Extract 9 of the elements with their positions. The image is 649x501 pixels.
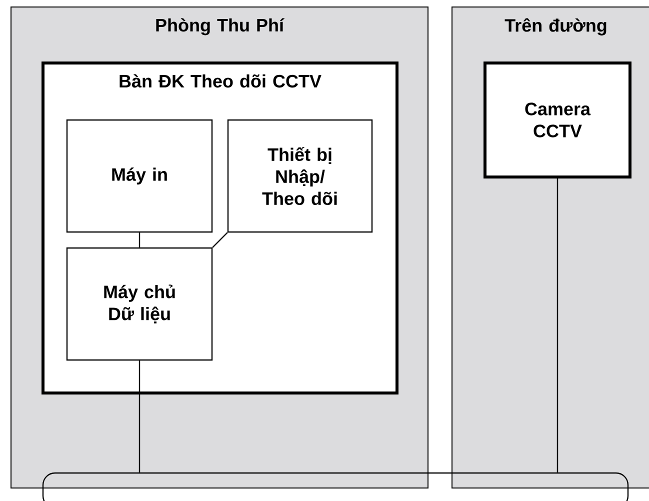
server-box: Máy chủ Dữ liệu (66, 247, 213, 361)
device-box: Máy in (66, 119, 213, 233)
device-box: Thiết bị Nhập/ Theo dõi (227, 119, 373, 233)
connector-line (138, 360, 140, 472)
connector-line (556, 178, 558, 472)
connector-line (212, 232, 228, 248)
bus-bar (42, 472, 629, 501)
camera-box: Camera CCTV (484, 62, 632, 178)
connector-line (138, 232, 140, 248)
